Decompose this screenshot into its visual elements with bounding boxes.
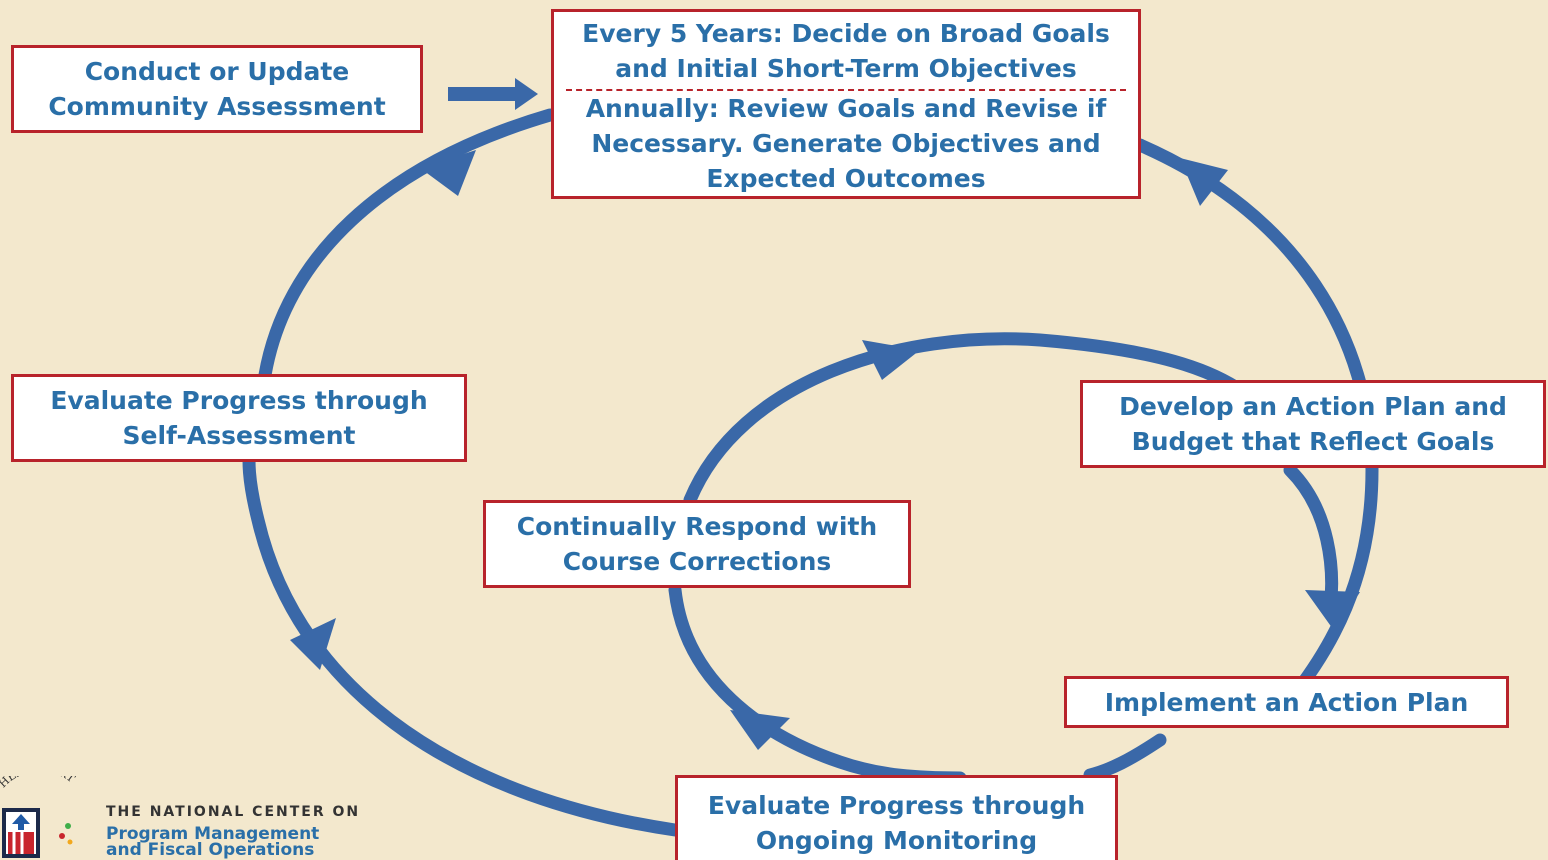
course-corrections-line-2: Course Corrections [562, 547, 832, 576]
five-year-goals-line-2: and Initial Short-Term Objectives [615, 53, 1077, 83]
implement-action-plan-label: Implement an Action Plan [1104, 687, 1469, 717]
arrow-head-assessment [448, 78, 538, 110]
inner-loop-bottom-left [668, 583, 967, 785]
org-name-program: Program Management [106, 824, 320, 844]
annual-review: Annually: Review Goals and Revise if Nec… [554, 91, 1138, 196]
arrow-head-inner-top [862, 340, 920, 380]
community-assessment-line-1: Conduct or Update [84, 57, 350, 86]
head-start-emblem: OF HEAD START [0, 776, 78, 858]
inner-loop-right [1283, 463, 1339, 617]
arrow-head-top-right [1180, 158, 1228, 206]
top-goals-box: Every 5 Years: Decide on Broad Goals and… [551, 9, 1141, 199]
community-assessment-line-2: Community Assessment [48, 92, 386, 121]
self-assessment-line-1: Evaluate Progress through [50, 386, 428, 415]
up-arrow-icon [12, 814, 30, 830]
org-name-line-1: THE NATIONAL CENTER ON [106, 804, 361, 820]
five-year-goals-line-1: Every 5 Years: Decide on Broad Goals [582, 18, 1110, 48]
arrow-head-inner-left [730, 710, 790, 750]
five-year-goals: Every 5 Years: Decide on Broad Goals and… [554, 12, 1138, 89]
self-assessment-box: Evaluate Progress through Self-Assessmen… [11, 374, 467, 462]
action-plan-budget-line-1: Develop an Action Plan and [1119, 392, 1507, 421]
self-assessment-line-2: Self-Assessment [122, 421, 356, 450]
arrow-head-left-up [420, 150, 476, 196]
outer-loop-left [258, 108, 557, 382]
course-corrections-box: Continually Respond with Course Correcti… [483, 500, 911, 588]
annual-review-line-2: Necessary. Generate Objectives and [591, 129, 1101, 158]
arrow-head-bottom-left-up [290, 618, 336, 670]
inner-loop-top [683, 332, 1247, 507]
community-assessment-box: Conduct or Update Community Assessment [11, 45, 423, 133]
outer-loop-bottom [1083, 733, 1167, 782]
annual-review-line-3: Expected Outcomes [706, 164, 986, 193]
organization-logo: OF HEAD START THE NATIONAL CENTER ON Pro… [0, 776, 400, 860]
action-plan-budget-line-2: Budget that Reflect Goals [1131, 427, 1495, 456]
arc-label: OF HEAD START [0, 776, 78, 807]
action-plan-budget-box: Develop an Action Plan and Budget that R… [1080, 380, 1546, 468]
org-name-fiscal: and Fiscal Operations [106, 840, 315, 860]
arrow-head-right-down [1305, 590, 1360, 632]
dashed-divider [565, 89, 1127, 91]
ongoing-monitoring-line-1: Evaluate Progress through [707, 791, 1086, 820]
course-corrections-line-1: Continually Respond with [516, 512, 878, 541]
implement-action-plan-box: Implement an Action Plan [1064, 676, 1509, 728]
org-name-line-2: Program Management and Fiscal Operations [106, 824, 320, 860]
annual-review-line-1: Annually: Review Goals and Revise if [585, 94, 1107, 123]
ongoing-monitoring-box: Evaluate Progress through Ongoing Monito… [675, 775, 1118, 860]
ongoing-monitoring-line-2: Ongoing Monitoring [755, 826, 1038, 855]
